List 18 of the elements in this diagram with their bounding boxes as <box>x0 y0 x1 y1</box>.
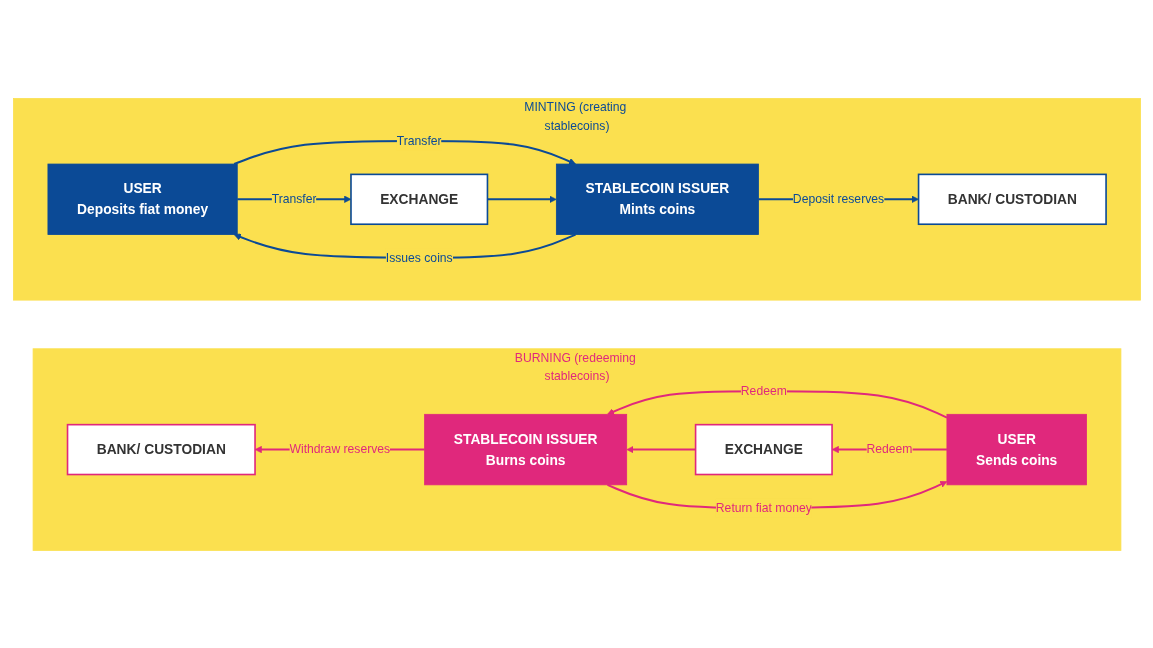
edge-label: Transfer <box>271 191 317 206</box>
node-box: USER Deposits fiat money <box>47 163 238 235</box>
node-box: STABLECOIN ISSUER Burns coins <box>423 413 627 485</box>
edge-label: Deposit reserves <box>792 191 884 206</box>
node-box: BANK/ CUSTODIAN <box>66 423 256 475</box>
edge-label: Redeem <box>866 441 912 456</box>
edge-label: Issues coins <box>385 249 453 264</box>
arrow <box>625 445 696 453</box>
arrow <box>486 195 557 203</box>
node-box: STABLECOIN ISSUER Mints coins <box>555 163 759 235</box>
node-box: USER Sends coins <box>946 413 1087 485</box>
node-box: EXCHANGE <box>694 423 833 475</box>
edge-label: Withdraw reserves <box>288 441 390 456</box>
node-box: EXCHANGE <box>349 173 488 225</box>
node-box: BANK/ CUSTODIAN <box>917 173 1107 225</box>
edge-label: Redeem <box>740 383 787 398</box>
edge-label: Transfer <box>396 132 442 147</box>
edge-label: Return fiat money <box>715 500 812 514</box>
